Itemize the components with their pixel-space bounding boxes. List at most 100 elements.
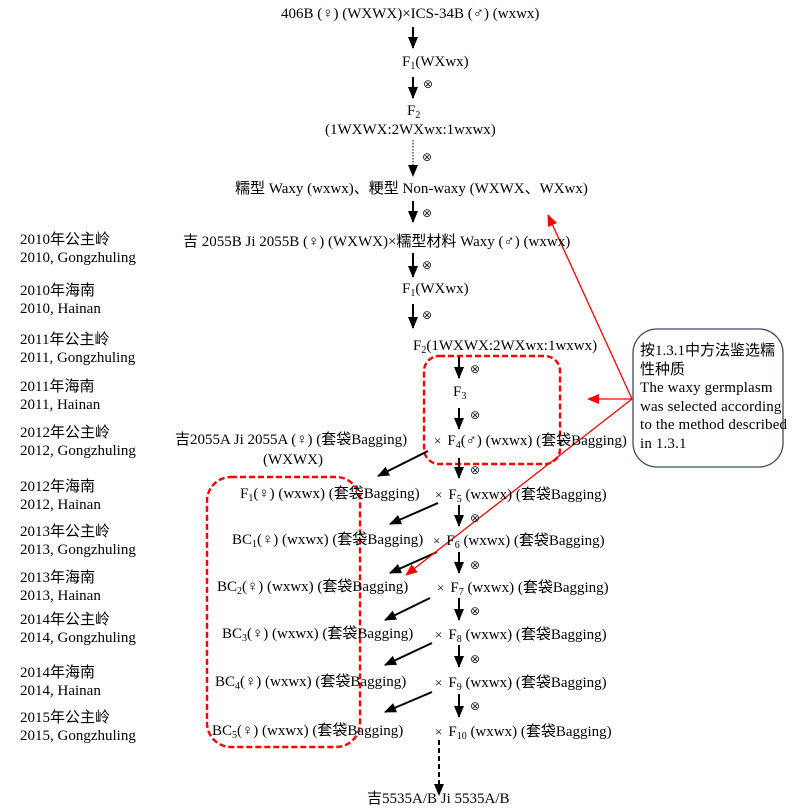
generation-genotype: (wxwx) (套袋Bagging) [461,627,607,643]
timeline-entry: 2015年公主岭 2015, Gongzhuling [20,709,136,745]
timeline-en: 2012, Gongzhuling [20,443,136,459]
generation-base: BC [217,579,238,595]
selfing-icon: ⊗ [470,652,481,666]
selfing-icon: ⊗ [423,77,434,91]
first-f2-generation: F2 [407,103,420,121]
generation-base: BC [215,674,236,690]
timeline-en: 2014, Hainan [20,683,101,699]
generation-index: 9 [456,682,462,693]
timeline-zh: 2010年海南 [20,283,96,299]
cross-icon: × [437,580,445,595]
backcross-highlight-box [205,475,362,749]
selfing-icon: ⊗ [470,558,481,572]
generation-index: 2 [237,586,243,597]
backcross-female: BC3(♀) (wxwx) (套袋Bagging) [222,626,414,644]
generation-index: 5 [232,730,238,741]
selfing-icon: ⊗ [422,308,433,322]
cross-icon: × [434,433,442,448]
timeline-zh: 2013年海南 [20,570,96,586]
generation-base: BC [212,723,233,739]
backcross-female: BC5(♀) (wxwx) (套袋Bagging) [212,723,403,741]
generation-index: 4 [235,681,241,692]
backcross-male: × F5 (wxwx) (套袋Bagging) [435,486,607,505]
generation-base: F [448,487,457,503]
generation-genotype: (WXwx) [415,54,469,70]
timeline-zh: 2014年公主岭 [20,612,111,628]
cross-icon: × [435,627,443,642]
generation-base: BC [232,532,253,548]
generation-base: F [450,580,459,596]
backcross-female: BC4(♀) (wxwx) (套袋Bagging) [215,674,406,692]
generation-base: F [402,281,411,297]
backcross-male: ×F8 (wxwx) (套袋Bagging) [435,626,607,645]
backcross-arrow-icon [384,642,433,666]
generation-base: F [453,384,462,400]
generation-base: F [413,338,422,354]
backcross-arrow-icon [377,450,429,477]
generation-genotype: (WXwx) [415,281,469,297]
timeline-zh: 2012年公主岭 [20,425,111,441]
selected-types: 糯型 Waxy (wxwx)、粳型 Non-waxy (WXWX、WXwx) [235,181,588,197]
callout-line-en: to the method described [640,417,788,434]
generation-index: 3 [461,391,467,402]
timeline-en: 2014, Gongzhuling [20,630,136,646]
f4-male-parent: × F4(♂) (wxwx) (套袋Bagging) [434,432,627,451]
generation-genotype: (♀) (wxwx) (套袋Bagging) [242,579,409,595]
selfing-icon: ⊗ [470,511,481,525]
callout-line-zh: 性种质 [640,361,686,378]
backcross-female: F1(♀) (wxwx) (套袋Bagging) [240,486,420,504]
first-f1-generation: F1(WXwx) [402,54,469,72]
selfing-icon: ⊗ [470,699,481,713]
timeline-zh: 2011年海南 [20,379,95,395]
generation-genotype: (♀) (wxwx) (套袋Bagging) [247,626,414,642]
generation-index: 6 [454,540,460,551]
backcross-male: ×F9 (wxwx) (套袋Bagging) [435,674,607,693]
selfing-icon: ⊗ [470,604,481,618]
selfing-icon: ⊗ [422,150,433,164]
timeline-zh: 2013年公主岭 [20,524,111,540]
timeline-zh: 2014年海南 [20,665,96,681]
recurrent-female-parent: 吉2055A Ji 2055A (♀) (套袋Bagging) [175,432,408,448]
selfing-icon: ⊗ [422,206,433,220]
generation-base: F [407,103,416,119]
callout-note: 按1.3.1中方法鉴选糯 性种质 The waxy germplasm was … [640,342,788,454]
generation-genotype: (♀) (wxwx) (套袋Bagging) [253,486,420,502]
timeline-en: 2013, Gongzhuling [20,542,136,558]
generation-index: 4 [455,440,461,451]
backcross-female: BC1(♀) (wxwx) (套袋Bagging) [232,532,423,550]
generation-genotype: (1WXWX:2WXwx:1wxwx) [426,338,598,354]
callout-line-en: The waxy germplasm [640,380,773,397]
backcross-male: × F7 (wxwx) (套袋Bagging) [437,579,609,598]
timeline-zh: 2015年公主岭 [20,710,111,726]
generation-genotype: (wxwx) (套袋Bagging) [461,675,607,691]
generation-genotype: (♂) (wxwx) (套袋Bagging) [460,433,627,449]
generation-genotype: (wxwx) (套袋Bagging) [463,580,609,596]
selfing-icon: ⊗ [422,258,433,272]
generation-base: F [447,433,456,449]
timeline-entry: 2014年海南 2014, Hainan [20,664,101,700]
second-f2-generation: F2(1WXWX:2WXwx:1wxwx) [413,338,598,356]
cross-icon: × [435,487,443,502]
second-cross: 吉 2055B Ji 2055B (♀) (WXWX)×糯型材料 Waxy (♂… [183,234,571,250]
recurrent-female-genotype: (WXWX) [263,452,323,468]
generation-index: 3 [242,633,248,644]
generation-base: F [446,533,455,549]
generation-index: 2 [421,345,427,356]
generation-genotype: (wxwx) (套袋Bagging) [466,724,612,740]
generation-index: 1 [248,493,254,504]
timeline-en: 2015, Gongzhuling [20,728,136,744]
generation-index: 8 [456,634,462,645]
generation-index: 1 [410,288,416,299]
generation-genotype: (wxwx) (套袋Bagging) [461,487,607,503]
generation-index: 5 [456,494,462,505]
generation-index: 7 [458,587,464,598]
selfing-icon: ⊗ [470,463,481,477]
selfing-icon: ⊗ [470,362,481,376]
generation-genotype: (wxwx) (套袋Bagging) [459,533,605,549]
timeline-entry: 2013年公主岭 2013, Gongzhuling [20,523,136,559]
callout-line-zh: 按1.3.1中方法鉴选糯 [640,343,776,359]
callout-line-en: in 1.3.1 [640,435,687,452]
